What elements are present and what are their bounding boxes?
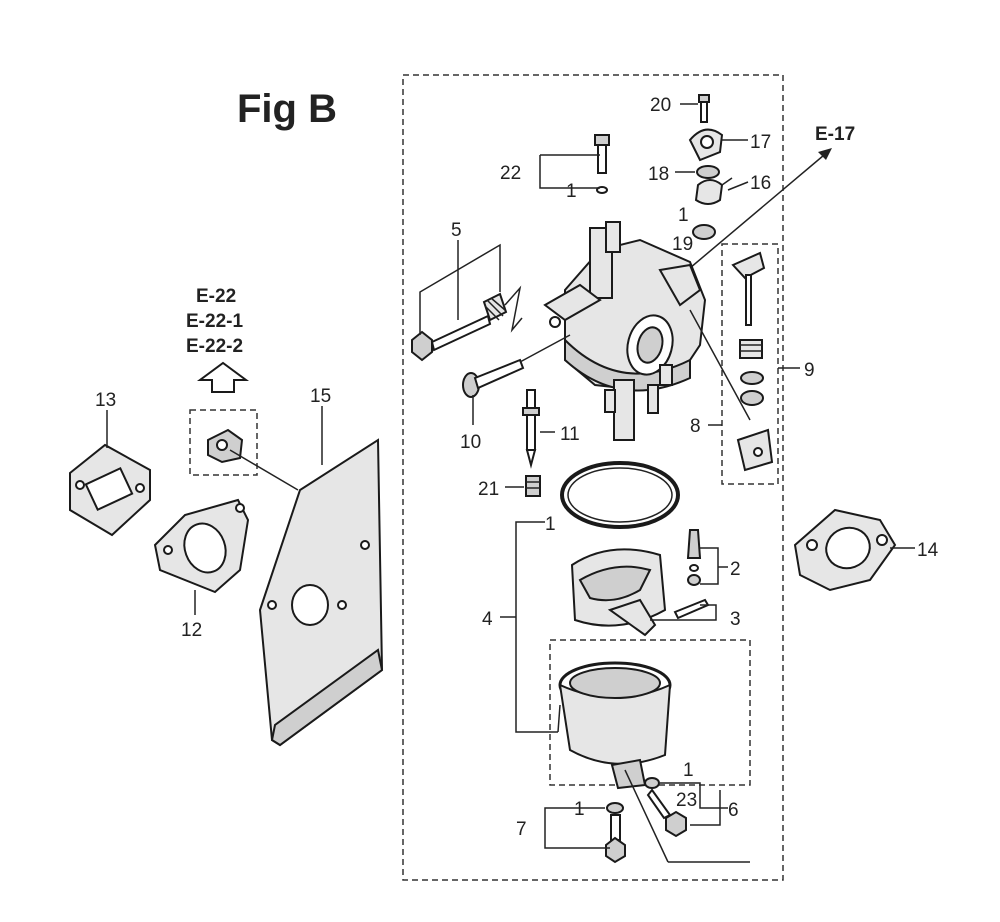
part-16-spring bbox=[694, 177, 733, 205]
callout-12: 12 bbox=[181, 620, 202, 641]
part-7-bolt bbox=[605, 814, 626, 864]
callout-1-seal: 1 bbox=[678, 205, 689, 226]
bracket-4 bbox=[515, 521, 558, 733]
callout-9: 9 bbox=[804, 360, 815, 381]
callout-16: 16 bbox=[750, 173, 771, 194]
leader-8-line bbox=[689, 309, 751, 421]
callout-1-washer: 1 bbox=[566, 181, 577, 202]
leader-16 bbox=[727, 181, 749, 191]
part-17-lever bbox=[688, 128, 724, 162]
part-10-screw bbox=[462, 358, 525, 398]
part-13-gasket bbox=[69, 443, 151, 537]
part-18-washer bbox=[696, 165, 720, 179]
part-22-screw bbox=[594, 134, 610, 174]
callout-6: 6 bbox=[728, 800, 739, 821]
bracket-3 bbox=[650, 604, 717, 621]
float-bowl bbox=[558, 661, 672, 790]
part-5-screw-spring bbox=[411, 292, 508, 362]
carburetor-assembly-frame bbox=[402, 74, 784, 881]
callout-20: 20 bbox=[650, 95, 671, 116]
callout-23: 23 bbox=[676, 790, 697, 811]
part-2-float-valve bbox=[686, 529, 702, 586]
up-arrow-icon bbox=[196, 361, 250, 393]
part-21-nozzle bbox=[525, 475, 541, 497]
bracket-5 bbox=[419, 243, 501, 335]
callout-11: 11 bbox=[560, 424, 580, 445]
zigzag-5 bbox=[504, 285, 523, 333]
callout-7: 7 bbox=[516, 819, 527, 840]
part-11-jet bbox=[522, 389, 540, 469]
part-1-oring bbox=[560, 461, 680, 529]
float bbox=[570, 548, 667, 637]
callout-19: 19 bbox=[672, 234, 693, 255]
reference-part-frame bbox=[189, 409, 258, 476]
part-12-gasket bbox=[153, 498, 250, 594]
bracket-6-bottom bbox=[690, 790, 721, 826]
bracket-2 bbox=[700, 547, 719, 585]
callout-2: 2 bbox=[730, 559, 741, 580]
ref-e17: E-17 bbox=[815, 124, 855, 145]
part-1-washer-bolt bbox=[606, 802, 624, 814]
figure-title: Fig B bbox=[237, 87, 337, 131]
leader-10-body bbox=[519, 334, 571, 363]
callout-22: 22 bbox=[500, 163, 521, 184]
callout-18: 18 bbox=[648, 164, 669, 185]
choke-subassembly-frame bbox=[721, 243, 779, 485]
callout-4: 4 bbox=[482, 609, 493, 630]
part-1-oring-inner bbox=[567, 467, 673, 523]
callout-3: 3 bbox=[730, 609, 741, 630]
callout-14: 14 bbox=[917, 540, 939, 561]
part-15-heat-shield bbox=[258, 438, 384, 747]
part-3-float-pin bbox=[673, 598, 710, 620]
reference-small-part bbox=[207, 428, 244, 464]
e17-arrow-line bbox=[689, 149, 831, 269]
part-20-screw bbox=[698, 94, 710, 123]
part-19-seal bbox=[692, 224, 716, 240]
leader-bowl-diag bbox=[624, 769, 669, 863]
callout-17: 17 bbox=[750, 132, 771, 153]
callout-1-bolt: 1 bbox=[574, 799, 585, 820]
part-14-insulator bbox=[793, 508, 897, 592]
ref-e22-2: E-22-2 bbox=[186, 336, 243, 357]
carburetor-body bbox=[543, 221, 707, 441]
callout-13: 13 bbox=[95, 390, 116, 411]
bracket-22 bbox=[539, 155, 600, 189]
part-9-choke-parts bbox=[731, 251, 774, 472]
leader-small-part bbox=[229, 449, 299, 491]
callout-1-oring: 1 bbox=[545, 514, 556, 535]
callout-8: 8 bbox=[690, 416, 701, 437]
callout-15: 15 bbox=[310, 386, 331, 407]
callout-1-drain: 1 bbox=[683, 760, 694, 781]
part-1-washer-drain bbox=[644, 777, 660, 789]
callout-5: 5 bbox=[451, 220, 462, 241]
callout-21: 21 bbox=[478, 479, 499, 500]
e17-arrowhead bbox=[818, 148, 832, 160]
callout-10: 10 bbox=[460, 432, 481, 453]
leader-bowl bbox=[557, 704, 561, 733]
ref-e22-1: E-22-1 bbox=[186, 311, 243, 332]
bracket-7 bbox=[544, 807, 610, 849]
bracket-6-top bbox=[660, 782, 720, 809]
ref-e22: E-22 bbox=[196, 286, 236, 307]
part-23-drain-screw bbox=[646, 788, 687, 838]
